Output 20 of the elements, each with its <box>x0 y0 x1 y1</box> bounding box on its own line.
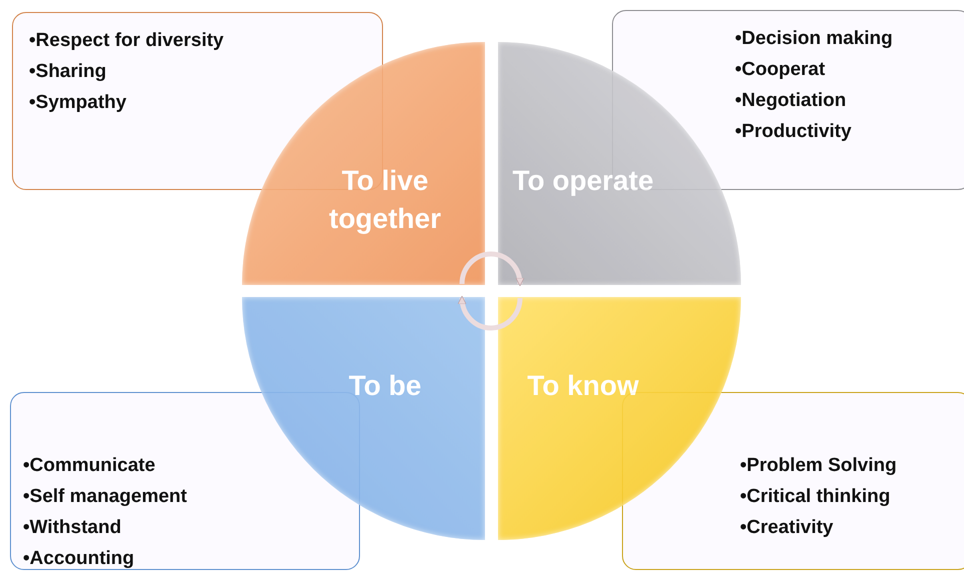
bullet-item: •Accounting <box>23 547 134 571</box>
bullet-item: •Critical thinking <box>740 485 890 509</box>
bullet-item: •Problem Solving <box>740 454 897 478</box>
bullet-item: •Creativity <box>740 516 834 540</box>
cycle-arrow <box>460 252 524 286</box>
bullet-item: •Cooperat <box>735 58 826 82</box>
bullet-item: •Negotiation <box>735 89 846 113</box>
segment-title: To know <box>526 369 640 403</box>
bullet-item: •Self management <box>23 485 187 509</box>
segment-title: To be <box>348 369 422 403</box>
bullet-item: •Productivity <box>735 120 852 144</box>
bullet-item: •Sharing <box>29 60 106 84</box>
segment-title: To live together <box>328 164 442 236</box>
bullet-item: •Communicate <box>23 454 156 478</box>
bullet-item: •Respect for diversity <box>29 29 224 53</box>
bullet-item: •Sympathy <box>29 91 126 115</box>
bullet-item: •Decision making <box>735 27 893 51</box>
bullet-item: •Withstand <box>23 516 122 540</box>
segment-title: To operate <box>511 164 655 198</box>
cycle-arrow <box>458 296 522 330</box>
